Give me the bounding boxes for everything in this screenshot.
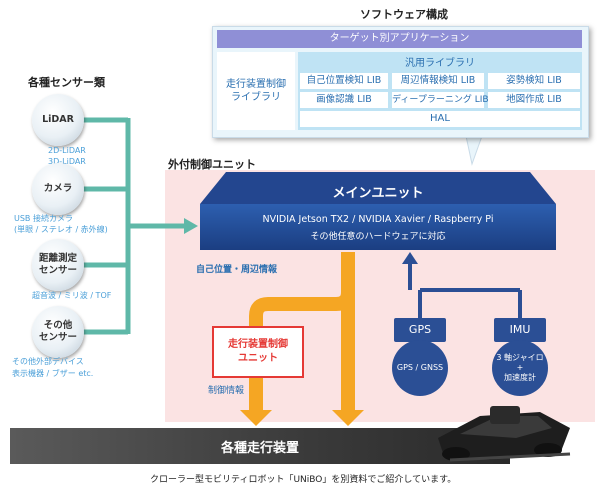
lib-self-position: 自己位置検知 LIB xyxy=(300,73,388,89)
other-sensor: その他 センサー xyxy=(32,306,84,358)
distance-sensor-sub: 超音波 / ミリ波 / TOF xyxy=(32,291,112,300)
lib-map-creation: 地図作成 LIB xyxy=(488,92,580,108)
lidar-sub-2d: 2D-LiDAR xyxy=(48,146,86,155)
imu-sub: 3 軸ジャイロ + 加速度計 xyxy=(492,340,548,396)
hal-layer: HAL xyxy=(300,111,580,127)
camera-sub-types: (単眼 / ステレオ / 赤外線) xyxy=(14,225,108,234)
distance-sensor: 距離測定 センサー xyxy=(32,239,84,291)
other-sensor-label-2: センサー xyxy=(38,332,77,343)
lidar-label: LiDAR xyxy=(42,114,74,125)
general-library-title: 汎用ライブラリ xyxy=(405,58,475,69)
driving-control-library-line2: ライブラリ xyxy=(231,92,281,103)
lib-posture: 姿勢検知 LIB xyxy=(488,73,580,89)
lib-deep-learning: ディープラーニング LIB xyxy=(392,92,489,108)
drive-device-bar xyxy=(10,428,510,464)
other-sensor-sub-2: 表示機器 / ブザー etc. xyxy=(12,369,94,378)
distance-sensor-label-1: 距離測定 xyxy=(38,253,77,264)
external-unit-title: 外付制御ユニット xyxy=(168,158,256,171)
software-title: ソフトウェア構成 xyxy=(360,8,448,21)
main-unit-hardware: NVIDIA Jetson TX2 / NVIDIA Xavier / Rasp… xyxy=(262,214,494,225)
sensors-title: 各種センサー類 xyxy=(28,76,105,89)
lidar-sub-3d: 3D-LiDAR xyxy=(48,157,86,166)
target-app-bar: ターゲット別アプリケーション xyxy=(217,30,582,48)
imu-sub-line2: + xyxy=(516,363,524,372)
gps-sub-label: GPS / GNSS xyxy=(396,363,444,372)
camera-sub-usb: USB 接続カメラ xyxy=(14,214,73,223)
footnote: クローラー型モビリティロボット「UNiBO」を別資料でご紹介しています。 xyxy=(150,475,457,485)
lib-surroundings: 周辺情報検知 LIB xyxy=(392,73,484,89)
other-sensor-label-1: その他 xyxy=(43,320,73,331)
driving-control-library: 走行装置制御 ライブラリ xyxy=(217,52,295,130)
main-unit-top xyxy=(200,172,556,204)
imu-box: IMU xyxy=(494,318,546,342)
drive-device-label: 各種走行装置 xyxy=(220,441,299,456)
distance-sensor-label-2: センサー xyxy=(38,265,77,276)
main-unit xyxy=(200,204,556,250)
drive-control-unit-line1: 走行装置制御 xyxy=(228,339,288,350)
driving-control-library-line1: 走行装置制御 xyxy=(226,79,286,90)
lidar-sensor: LiDAR xyxy=(32,94,84,146)
imu-sub-line1: 3 軸ジャイロ xyxy=(496,353,544,362)
main-unit-note: その他任意のハードウェアに対応 xyxy=(310,232,446,242)
control-info-label: 制御情報 xyxy=(208,386,245,396)
gps-sub: GPS / GNSS xyxy=(392,340,448,396)
imu-sub-line3: 加速度計 xyxy=(503,373,536,382)
crawler-robot-image xyxy=(438,406,571,462)
camera-label: カメラ xyxy=(43,183,73,194)
drive-control-unit: 走行装置制御 ユニット xyxy=(212,326,304,378)
position-info-label: 自己位置・周辺情報 xyxy=(196,265,278,275)
camera-sensor: カメラ xyxy=(32,163,84,215)
main-unit-title: メインユニット xyxy=(332,186,424,201)
gps-box: GPS xyxy=(394,318,446,342)
lib-image-recognition: 画像認識 LIB xyxy=(300,92,388,108)
other-sensor-sub-1: その他外部デバイス xyxy=(12,357,84,366)
drive-control-unit-line2: ユニット xyxy=(238,353,278,364)
